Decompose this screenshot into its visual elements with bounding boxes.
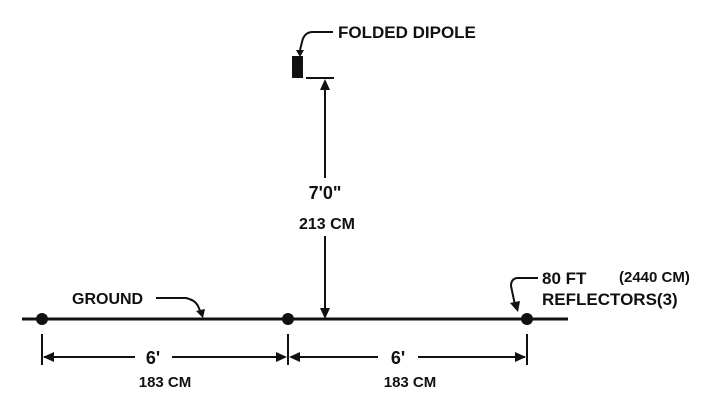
folded-dipole-label: FOLDED DIPOLE [338, 23, 476, 42]
reflector-leader-arrow [510, 301, 520, 312]
spacing-right-ft-label: 6' [391, 348, 405, 368]
spacing-right-cm-label: 183 CM [384, 374, 437, 391]
ground-label: GROUND [72, 291, 143, 308]
spacing-left-cm-label: 183 CM [139, 374, 192, 391]
spacing-arrow-4 [515, 352, 526, 362]
height-ft-label: 7'0" [309, 183, 342, 203]
folded-dipole-element [292, 56, 303, 78]
reflector-length-ft-label: 80 FT [542, 269, 587, 288]
ground-leader [156, 297, 202, 314]
spacing-left-ft-label: 6' [146, 348, 160, 368]
height-cm-label: 213 CM [299, 216, 355, 233]
reflector-center [282, 313, 294, 325]
height-arrow-bottom [320, 308, 330, 319]
height-arrow-top [320, 79, 330, 90]
reflector-length-cm-label: (2440 CM) [619, 269, 690, 286]
dipole-leader-arrow [296, 50, 304, 57]
dipole-leader [299, 31, 333, 51]
spacing-arrow-3 [289, 352, 300, 362]
reflector-right [521, 313, 533, 325]
ground-leader-arrow [196, 309, 205, 318]
spacing-arrow-1 [43, 352, 54, 362]
reflector-leader [509, 277, 538, 306]
reflector-left [36, 313, 48, 325]
reflectors-label: REFLECTORS(3) [542, 290, 678, 309]
spacing-arrow-2 [276, 352, 287, 362]
